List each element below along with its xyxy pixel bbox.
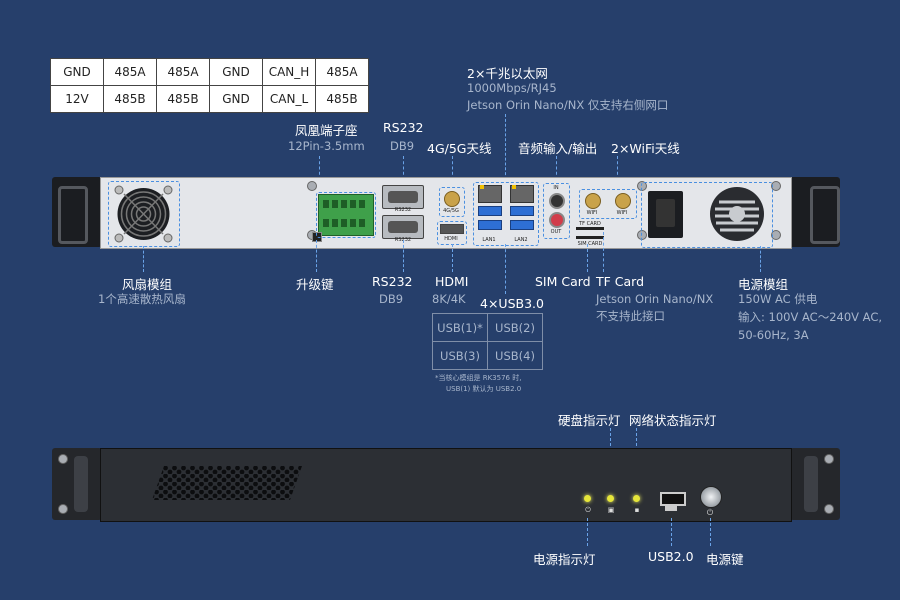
- sim-card-title: SIM Card: [535, 274, 591, 289]
- lan2-label: LAN2: [514, 237, 528, 243]
- pin-cell: 485B: [315, 85, 369, 113]
- pin-cell: 12V: [50, 85, 104, 113]
- ethernet-title: 2×千兆以太网: [467, 66, 548, 81]
- usb3-map-table: USB(1)* USB(2) USB(3) USB(4): [432, 313, 543, 370]
- rs232-port-top: [382, 185, 424, 209]
- rs232-bottom-title: RS232: [372, 274, 413, 289]
- wifi-label-1: WIFI: [586, 210, 598, 216]
- phoenix-terminal: [318, 194, 374, 236]
- net-led-title: 网络状态指示灯: [629, 413, 717, 428]
- power-button[interactable]: [700, 486, 722, 508]
- network-led-icon: ▪: [634, 506, 640, 514]
- power-button-icon: ⏻: [706, 508, 714, 517]
- network-led: [633, 495, 640, 502]
- phoenix-sub: 12Pin-3.5mm: [288, 139, 365, 153]
- power-module-title: 电源模组: [738, 277, 789, 292]
- usb3-note-1: *当核心模组是 RK3576 时,: [435, 374, 522, 382]
- wifi-label-2: WIFI: [616, 210, 628, 216]
- pin-cell: 485A: [103, 58, 157, 86]
- power-module-sub-3: 50-60Hz, 3A: [738, 328, 809, 342]
- antenna-4g-connector: [444, 191, 460, 207]
- antenna-4g-title: 4G/5G天线: [427, 141, 492, 156]
- ethernet-speed: 1000Mbps/RJ45: [467, 81, 557, 95]
- pin-cell: 485B: [156, 85, 210, 113]
- power-module-sub-1: 150W AC 供电: [738, 292, 818, 306]
- audio-title: 音频输入/输出: [518, 141, 598, 156]
- pin-cell: 485B: [103, 85, 157, 113]
- tf-label: TF CARD: [579, 221, 601, 227]
- tf-card-title: TF Card: [596, 274, 645, 289]
- power-key-title: 电源键: [706, 552, 744, 567]
- wifi-title: 2×WiFi天线: [611, 141, 680, 156]
- power-module-highlight: [641, 182, 773, 248]
- lan-usb-highlight: [473, 182, 539, 246]
- fan-sub: 1个高速散热风扇: [98, 292, 186, 306]
- rs232-top-sub: DB9: [390, 139, 415, 153]
- pin-cell: GND: [50, 58, 104, 86]
- pin-cell: GND: [209, 58, 263, 86]
- pin-cell: CAN_H: [262, 58, 316, 86]
- usb3-title: 4×USB3.0: [480, 296, 544, 311]
- power-led-icon: ⏻: [585, 506, 591, 514]
- antenna-4g-label: 4G/5G: [443, 208, 459, 214]
- usb2-port[interactable]: [660, 492, 686, 506]
- usb3-note-2: USB(1) 默认为 USB2.0: [446, 385, 522, 393]
- pin-cell: 485A: [156, 58, 210, 86]
- audio-out-jack: [549, 212, 565, 228]
- usb3-port-2: [510, 206, 534, 216]
- usb-cell: USB(3): [432, 341, 488, 370]
- phoenix-highlight: [316, 192, 376, 238]
- disk-led-icon: ▣: [607, 506, 615, 514]
- power-led: [584, 495, 591, 502]
- pin-cell: GND: [209, 85, 263, 113]
- audio-in-label: IN: [553, 185, 559, 191]
- fan-highlight: [108, 181, 180, 247]
- usb-cell: USB(1)*: [432, 313, 488, 342]
- hdmi-label: HDMI: [444, 236, 458, 242]
- disk-led: [607, 495, 614, 502]
- wifi-connector-2: [615, 193, 631, 209]
- hdmi-sub: 8K/4K: [432, 292, 466, 306]
- wifi-connector-1: [585, 193, 601, 209]
- front-vent: [152, 466, 302, 500]
- usb-cell: USB(2): [487, 313, 543, 342]
- usb-cell: USB(4): [487, 341, 543, 370]
- rs232-label-bottom: RS232: [394, 237, 412, 243]
- terminal-pin-table: GND 485A 485A GND CAN_H 485A 12V 485B 48…: [50, 58, 369, 113]
- sim-card-slot: [576, 236, 604, 239]
- hdmi-title: HDMI: [435, 274, 469, 289]
- tf-card-sub-2: 不支持此接口: [596, 309, 665, 323]
- rs232-bottom-sub: DB9: [379, 292, 404, 306]
- psu-fan: [707, 184, 767, 244]
- rs232-label-top: RS232: [394, 207, 412, 213]
- hdmi-port: [440, 224, 464, 234]
- rs232-port-bottom: [382, 215, 424, 239]
- audio-out-label: OUT: [550, 229, 562, 235]
- audio-in-jack: [549, 193, 565, 209]
- fan-title: 风扇模组: [122, 277, 173, 292]
- rear-fan: [111, 183, 176, 245]
- power-led-title: 电源指示灯: [533, 552, 596, 567]
- usb3-port-4: [510, 220, 534, 230]
- lan-port-2: [510, 185, 534, 203]
- tf-card-slot: [576, 227, 604, 230]
- ethernet-note: Jetson Orin Nano/NX 仅支持右侧网口: [467, 98, 669, 112]
- pin-cell: 485A: [315, 58, 369, 86]
- power-inlet: [648, 191, 683, 238]
- sim-label: SIM CARD: [577, 241, 603, 247]
- usb3-port-1: [478, 206, 502, 216]
- disk-led-title: 硬盘指示灯: [558, 413, 621, 428]
- usb2-title: USB2.0: [648, 549, 694, 564]
- rs232-top-title: RS232: [383, 120, 424, 135]
- usb3-port-3: [478, 220, 502, 230]
- lan1-label: LAN1: [482, 237, 496, 243]
- phoenix-title: 凤凰端子座: [295, 123, 358, 138]
- upgrade-key-title: 升级键: [296, 277, 334, 292]
- pin-row-2: 12V 485B 485B GND CAN_L 485B: [50, 85, 369, 113]
- power-module-sub-2: 输入: 100V AC～240V AC,: [738, 310, 883, 324]
- tf-card-sub-1: Jetson Orin Nano/NX: [596, 292, 714, 306]
- lan-port-1: [478, 185, 502, 203]
- pin-cell: CAN_L: [262, 85, 316, 113]
- pin-row-1: GND 485A 485A GND CAN_H 485A: [50, 58, 369, 86]
